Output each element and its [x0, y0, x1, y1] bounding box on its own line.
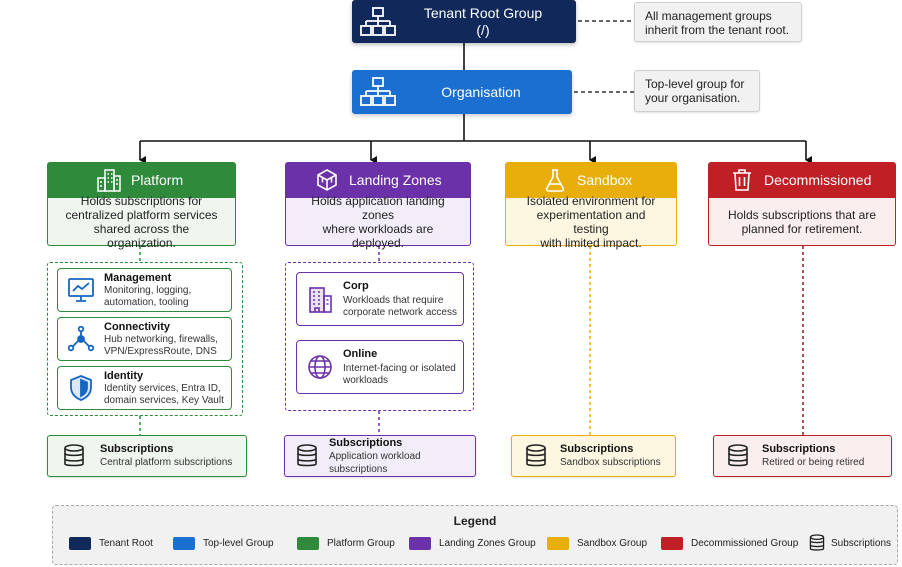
- decommissioned-title: Decommissioned: [764, 172, 872, 188]
- corp-desc-2: corporate network access: [343, 306, 457, 318]
- hierarchy-icon: [352, 6, 404, 37]
- legend-swatch: [547, 537, 569, 550]
- trash-icon: [722, 168, 762, 192]
- sandbox-subscriptions[interactable]: Subscriptions Sandbox subscriptions: [511, 435, 676, 477]
- connectivity-desc-1: Hub networking, firewalls,: [104, 333, 218, 345]
- organisation-node[interactable]: Organisation: [352, 70, 572, 114]
- database-icon: [714, 444, 762, 468]
- legend-decom: Decommissioned Group: [661, 537, 798, 550]
- decommissioned-subscriptions[interactable]: Subscriptions Retired or being retired: [713, 435, 892, 477]
- online-desc-2: workloads: [343, 374, 389, 386]
- sandbox-header[interactable]: Sandbox: [505, 162, 677, 198]
- shield-icon: [58, 374, 104, 402]
- identity-desc-2: domain services, Key Vault: [104, 394, 224, 406]
- identity-title: Identity: [104, 369, 144, 382]
- management-desc-1: Monitoring, logging,: [104, 284, 192, 296]
- management-card[interactable]: Management Monitoring, logging, automati…: [57, 268, 232, 312]
- sandbox-title: Sandbox: [577, 172, 633, 188]
- hierarchy-icon: [352, 77, 404, 107]
- buildings-icon: [89, 168, 129, 192]
- legend-swatch: [409, 537, 431, 550]
- landing-zones-header[interactable]: Landing Zones: [285, 162, 471, 198]
- legend-platform: Platform Group: [297, 537, 395, 550]
- sandbox-subs-title: Subscriptions: [560, 443, 634, 455]
- decommissioned-description: Holds subscriptions that are planned for…: [708, 198, 896, 246]
- note-organisation: Top-level group for your organisation.: [634, 70, 760, 112]
- tenant-root-title: Tenant Root Group (/): [423, 4, 543, 38]
- management-desc-2: automation, tooling: [104, 296, 189, 308]
- sandbox-subs-desc: Sandbox subscriptions: [560, 457, 661, 468]
- platform-description: Holds subscriptions for centralized plat…: [47, 194, 236, 250]
- legend-swatch: [661, 537, 683, 550]
- corp-desc-1: Workloads that require: [343, 294, 444, 306]
- platform-subs-title: Subscriptions: [100, 443, 174, 455]
- management-title: Management: [104, 271, 172, 284]
- database-icon: [48, 444, 100, 468]
- legend-swatch: [297, 537, 319, 550]
- legend-swatch: [69, 537, 91, 550]
- globe-icon: [297, 353, 343, 381]
- office-building-icon: [297, 284, 343, 314]
- monitor-chart-icon: [58, 277, 104, 303]
- database-icon: [809, 534, 825, 552]
- legend-landing: Landing Zones Group: [409, 537, 536, 550]
- legend-subscriptions: Subscriptions: [809, 534, 891, 552]
- legend-sandbox: Sandbox Group: [547, 537, 647, 550]
- landing-children-container: [285, 262, 474, 411]
- landing-subscriptions[interactable]: Subscriptions Application workload subsc…: [284, 435, 476, 477]
- legend: Legend Tenant Root Top-level Group Platf…: [52, 505, 898, 565]
- landing-zones-description: Holds application landing zones where wo…: [285, 194, 471, 250]
- decom-subs-desc: Retired or being retired: [762, 457, 865, 468]
- platform-children-container: [47, 262, 243, 416]
- platform-title: Platform: [131, 172, 184, 188]
- landing-subs-title: Subscriptions: [328, 436, 403, 449]
- platform-subs-desc: Central platform subscriptions: [100, 457, 233, 468]
- flask-icon: [535, 168, 575, 192]
- cube-icon: [307, 168, 347, 192]
- legend-swatch: [173, 537, 195, 550]
- platform-subscriptions[interactable]: Subscriptions Central platform subscript…: [47, 435, 247, 477]
- note-tenant-root: All management groups inherit from the t…: [634, 2, 802, 42]
- connectivity-desc-2: VPN/ExpressRoute, DNS: [104, 345, 217, 357]
- legend-tenant-root: Tenant Root: [69, 537, 153, 550]
- organisation-title: Organisation: [441, 83, 521, 100]
- online-desc-1: Internet-facing or isolated: [343, 362, 456, 374]
- online-title: Online: [343, 347, 378, 360]
- corp-card[interactable]: Corp Workloads that require corporate ne…: [296, 272, 464, 326]
- decommissioned-header[interactable]: Decommissioned: [708, 162, 896, 198]
- sandbox-description: Isolated environment for experimentation…: [505, 194, 677, 250]
- corp-title: Corp: [343, 279, 369, 292]
- legend-title: Legend: [453, 514, 497, 528]
- decom-subs-title: Subscriptions: [762, 443, 836, 455]
- database-icon: [285, 444, 329, 468]
- landing-subs-desc: Application workload subscriptions: [328, 450, 421, 475]
- online-card[interactable]: Online Internet-facing or isolated workl…: [296, 340, 464, 394]
- identity-desc-1: Identity services, Entra ID,: [104, 382, 221, 394]
- tenant-root-node[interactable]: Tenant Root Group (/): [352, 0, 576, 43]
- landing-zones-title: Landing Zones: [349, 172, 442, 188]
- connectivity-title: Connectivity: [104, 320, 171, 333]
- database-icon: [512, 444, 560, 468]
- connectivity-card[interactable]: Connectivity Hub networking, firewalls, …: [57, 317, 232, 361]
- network-nodes-icon: [58, 326, 104, 352]
- legend-top-level: Top-level Group: [173, 537, 274, 550]
- identity-card[interactable]: Identity Identity services, Entra ID, do…: [57, 366, 232, 410]
- platform-header[interactable]: Platform: [47, 162, 236, 198]
